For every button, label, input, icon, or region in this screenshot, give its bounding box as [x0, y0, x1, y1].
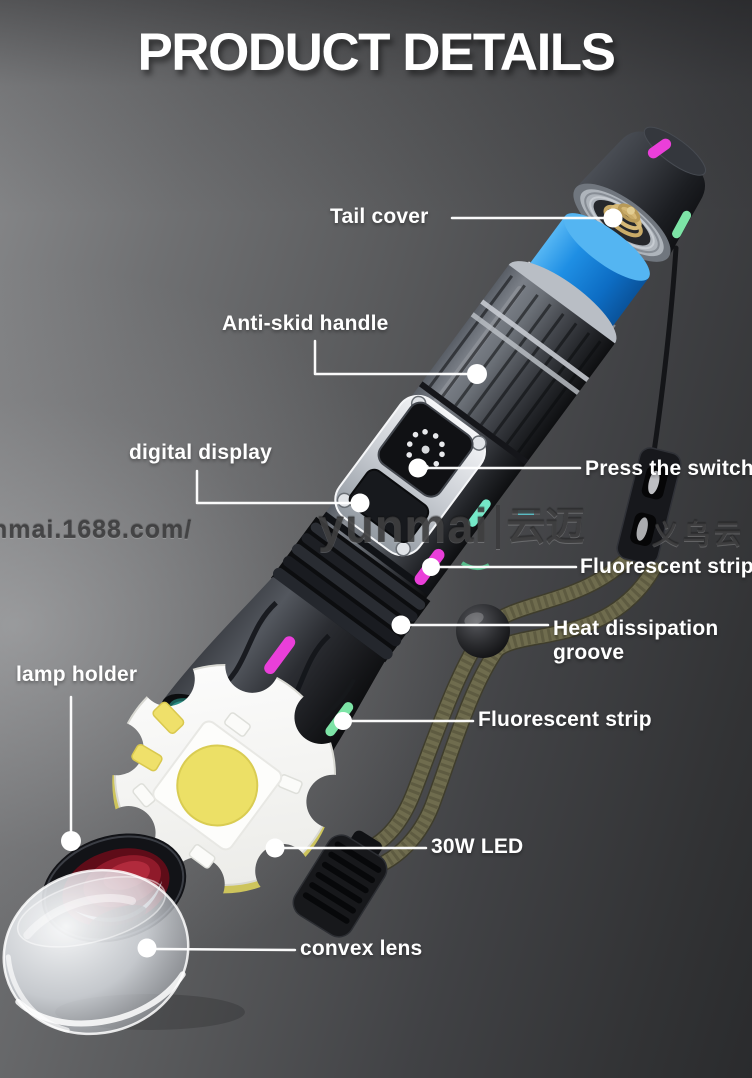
- solder-pad-white: [188, 844, 216, 869]
- solder-pad-yellow: [152, 701, 185, 735]
- battery-top: [563, 213, 650, 281]
- lanyard-strap: [358, 543, 665, 874]
- tail-spring: [603, 203, 643, 238]
- solder-pad-white: [132, 783, 156, 808]
- watermark-brand: yunmai 云迈: [318, 502, 585, 549]
- fluorescent-strip-body-green: [468, 499, 491, 527]
- screw: [395, 541, 411, 557]
- callout-dot-led-30w: [265, 838, 285, 858]
- label-convex-lens: convex lens: [300, 937, 423, 960]
- label-anti-skid-handle: Anti-skid handle: [222, 312, 389, 335]
- label-tail-cover: Tail cover: [330, 205, 429, 228]
- label-lamp-holder: lamp holder: [16, 663, 138, 686]
- callout-line-anti-skid-handle: [313, 339, 470, 376]
- label-heat-dissipation-groove: Heat dissipation groove: [553, 617, 719, 665]
- watermark-left-url: nmai.1688.com/: [0, 516, 193, 544]
- callout-dot-press-the-switch: [408, 458, 428, 478]
- fluorescent-strip-tail-magenta: [647, 138, 672, 159]
- watermark-brand-cn: 云迈: [506, 506, 585, 550]
- silver-rings: [470, 299, 590, 395]
- led-star-pcb: [112, 664, 336, 894]
- label-digital-display: digital display: [129, 441, 273, 464]
- tail-cap-top: [643, 126, 706, 176]
- fluorescent-strip-tail-green: [672, 210, 692, 239]
- callout-line-digital-display: [195, 469, 354, 505]
- lanyard-buckle: [616, 447, 682, 565]
- page-title: PRODUCT DETAILS: [137, 23, 616, 82]
- label-led-30w: 30W LED: [431, 835, 524, 858]
- callout-dot-fluorescent-strip-top: [422, 558, 440, 576]
- screw: [471, 435, 487, 451]
- display-window: [348, 468, 430, 543]
- callout-dot-convex-lens: [137, 938, 157, 958]
- callout-line-convex-lens: [154, 947, 297, 952]
- lanyard-cord: [651, 245, 679, 455]
- callout-dot-anti-skid-handle: [467, 364, 487, 384]
- callout-dot-tail-cover: [603, 208, 623, 228]
- watermark-divider: [495, 505, 500, 549]
- label-press-the-switch: Press the switch: [585, 457, 752, 480]
- fluorescent-strip-head-magenta: [264, 636, 296, 675]
- callout-dot-lamp-holder: [61, 831, 81, 851]
- led-phosphor: [176, 744, 259, 827]
- watermark-brand-latin: yunmai: [318, 499, 489, 552]
- tail-cap: [573, 126, 706, 262]
- solder-pad-yellow: [131, 743, 163, 772]
- callout-dot-fluorescent-strip-head: [334, 712, 352, 730]
- callout-dot-digital-display: [350, 493, 370, 513]
- led-chip: [152, 720, 283, 851]
- anti-skid-grooves: [428, 274, 602, 454]
- label-fluorescent-strip-top: Fluorescent strip: [580, 555, 752, 578]
- heat-sink-fins: [270, 516, 431, 663]
- switch-plate: [334, 394, 487, 557]
- convex-lens-dome: [2, 868, 190, 1036]
- solder-pad-white: [224, 712, 251, 737]
- cord-lock-bead: [456, 604, 510, 658]
- battery-blue-body: [529, 215, 649, 327]
- watermark-right-cn: 义乌云: [652, 520, 745, 550]
- label-fluorescent-strip-head: Fluorescent strip: [478, 708, 652, 731]
- callout-dot-heat-dissipation-groove: [391, 615, 411, 635]
